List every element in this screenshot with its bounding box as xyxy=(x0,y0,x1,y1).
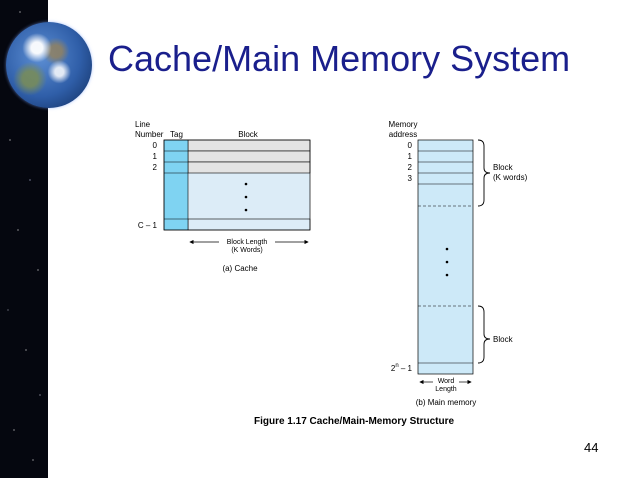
slide-title: Cache/Main Memory System xyxy=(108,38,571,79)
cache-ellipsis-dot xyxy=(244,195,248,199)
memory-ellipsis-dot xyxy=(445,247,449,251)
memory-caption: (b) Main memory xyxy=(416,398,476,407)
cache-block-row-0 xyxy=(187,139,311,152)
cache-block-row-last xyxy=(187,218,311,231)
memory-block-label-2: Block xyxy=(493,335,514,344)
cache-line-label-1: 1 xyxy=(153,152,158,161)
memory-block-words-label: (K words) xyxy=(493,173,528,182)
cache-header-number: Number xyxy=(135,130,164,139)
main-memory-diagram: Memory address 0 1 2 3 2n – 1 Block (K w… xyxy=(389,120,528,407)
memory-address-label-0: 0 xyxy=(408,141,413,150)
page-number: 44 xyxy=(584,440,599,455)
memory-header-memory: Memory xyxy=(389,120,418,129)
cache-caption: (a) Cache xyxy=(222,264,258,273)
memory-block-brace-1 xyxy=(477,139,491,207)
cache-ellipsis-dot xyxy=(244,182,248,186)
cache-header-tag: Tag xyxy=(170,130,183,139)
memory-column xyxy=(417,139,474,375)
cache-ellipsis-dot xyxy=(244,208,248,212)
memory-address-label-2: 2 xyxy=(408,163,413,172)
cache-header-block: Block xyxy=(238,130,259,139)
memory-ellipsis-dot xyxy=(445,260,449,264)
figure-caption: Figure 1.17 Cache/Main-Memory Structure xyxy=(254,416,454,427)
memory-block-brace-2 xyxy=(477,305,491,364)
cache-line-label-2: 2 xyxy=(153,163,158,172)
memory-address-label-last: 2n – 1 xyxy=(391,363,413,373)
word-length-line2: Length xyxy=(435,386,457,393)
cache-tag-column xyxy=(163,139,189,231)
memory-address-label-1: 1 xyxy=(408,152,413,161)
cache-block-row-2 xyxy=(187,161,311,174)
cache-block-row-1 xyxy=(187,150,311,163)
cache-line-label-last: C – 1 xyxy=(138,221,158,230)
memory-ellipsis-dot xyxy=(445,273,449,277)
word-length-line1: Word xyxy=(438,378,455,385)
memory-block-label-1: Block xyxy=(493,163,514,172)
memory-address-label-3: 3 xyxy=(408,174,413,183)
block-length-units: (K Words) xyxy=(231,247,262,254)
cache-header-line: Line xyxy=(135,120,151,129)
cache-line-label-0: 0 xyxy=(153,141,158,150)
memory-header-address: address xyxy=(389,130,417,139)
cache-diagram: Line Number Tag Block 0 1 2 C – 1 Block … xyxy=(135,120,311,273)
block-length-label: Block Length xyxy=(227,239,268,246)
earth-globe-image xyxy=(6,22,92,108)
